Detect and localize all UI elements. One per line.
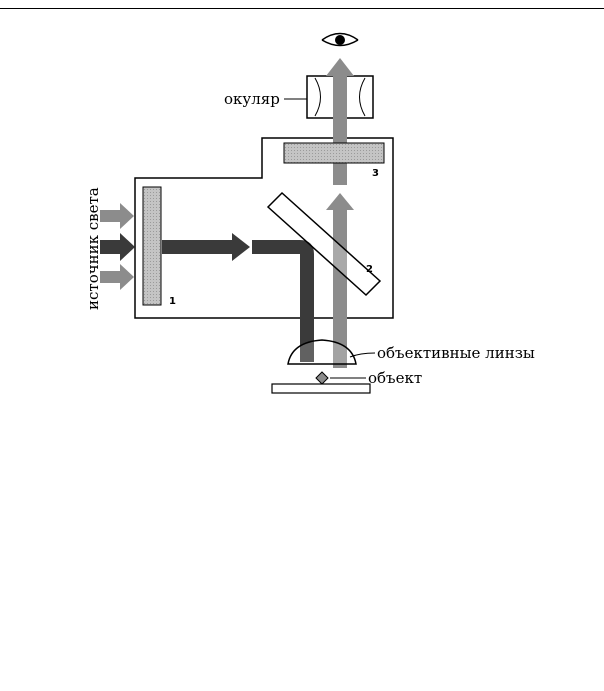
component-number-3: 3 <box>372 168 379 179</box>
component-number-1: 1 <box>169 296 176 307</box>
excitation-beam <box>162 233 314 362</box>
object-label: объект <box>368 369 422 387</box>
objective-lenses-label: объективные линзы <box>377 344 535 362</box>
barrier-filter-3 <box>284 143 384 163</box>
component-number-2: 2 <box>366 264 373 275</box>
microscope-housing <box>135 138 393 318</box>
eye-icon <box>322 34 358 46</box>
specimen <box>316 372 328 384</box>
light-source-arrows <box>100 203 135 290</box>
eyepiece-label: окуляр <box>224 90 280 108</box>
excitation-filter-1 <box>143 187 161 305</box>
light-source-label: источник света <box>84 187 102 310</box>
microscope-slide <box>272 384 370 393</box>
